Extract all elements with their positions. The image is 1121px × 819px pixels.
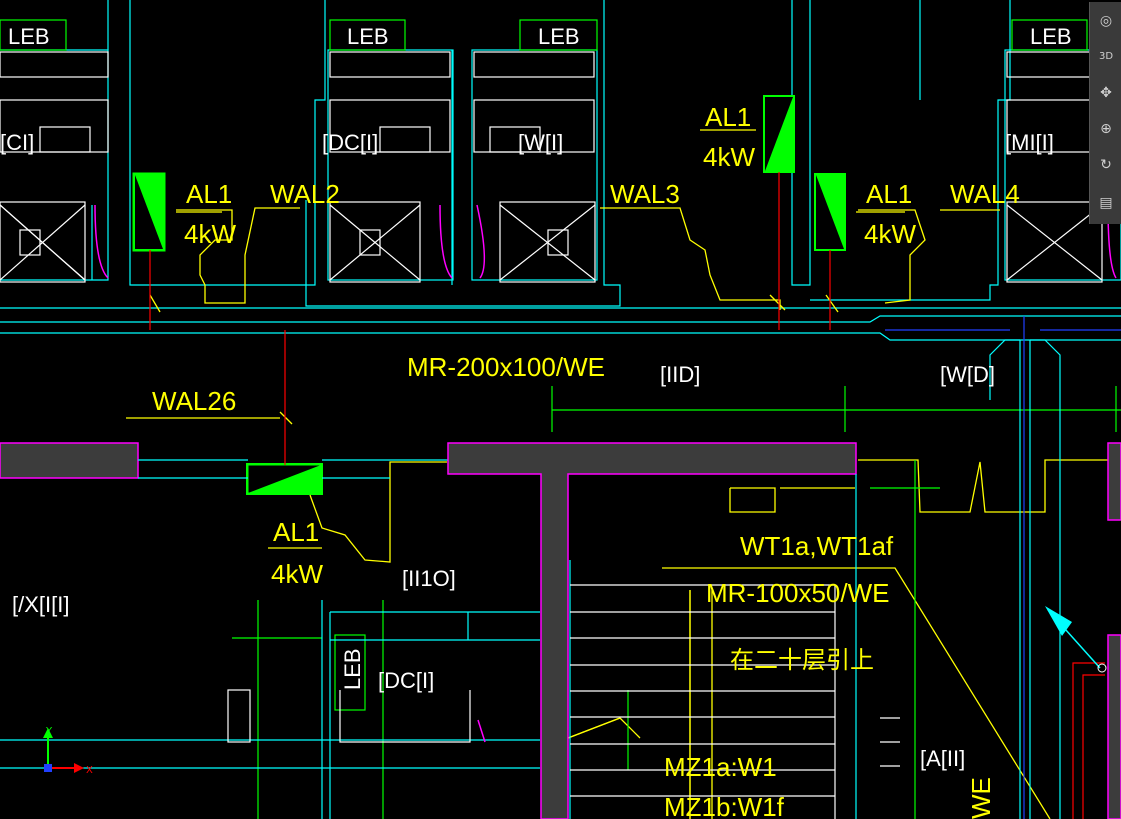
panel-name-1: AL1	[186, 179, 232, 209]
ucs-y-label: Y	[45, 726, 53, 737]
distribution-panels[interactable]	[132, 95, 846, 495]
panel-power-3: 4kW	[864, 219, 916, 249]
leb-label-4: LEB	[1030, 24, 1072, 49]
panel-name-2: AL1	[705, 102, 751, 132]
steering-wheel-icon[interactable]: ◎	[1099, 13, 1113, 29]
showmotion-icon[interactable]: ▤	[1099, 195, 1113, 211]
zoom-icon[interactable]: ⊕	[1100, 121, 1112, 137]
we-label: WE	[966, 777, 996, 819]
room-code-10: [A[II]	[920, 746, 965, 771]
leb-vertical-label: LEB	[340, 648, 365, 690]
room-code-4: [MI[I]	[1005, 130, 1054, 155]
tray-lines	[232, 386, 1121, 819]
circuit-wal4: WAL4	[950, 179, 1020, 209]
panel-power-1: 4kW	[184, 219, 236, 249]
panel-name-3: AL1	[866, 179, 912, 209]
leb-label-3: LEB	[538, 24, 580, 49]
circuit-wal2: WAL2	[270, 179, 340, 209]
room-code-8: [/X[I[I]	[12, 592, 69, 617]
pan-icon[interactable]: ✥	[1100, 85, 1112, 101]
mz1b-label: MZ1b:W1f	[664, 792, 785, 819]
navigation-bar: ◎ 3D ✥ ⊕ ↻ ▤	[1089, 2, 1121, 224]
tray-main-label: MR-200x100/WE	[407, 352, 605, 382]
circuit-wal26: WAL26	[152, 386, 236, 416]
room-code-3: [W[I]	[518, 130, 563, 155]
leb-labels: LEB LEB LEB LEB	[0, 19, 1088, 51]
room-code-5: [IID]	[660, 362, 700, 387]
room-code-9: [DC[I]	[378, 668, 434, 693]
panel-power-2: 4kW	[703, 142, 755, 172]
lower-walls	[0, 316, 1121, 819]
ucs-icon: Y X	[43, 726, 93, 776]
circuit-text: WAL2 WAL3 WAL4 WAL26 MR-200x100/WE WT1a,…	[152, 179, 1020, 819]
circuit-wal3: WAL3	[610, 179, 680, 209]
cable-wt-label: WT1a,WT1af	[740, 531, 894, 561]
room-code-2: [DC[I]	[322, 130, 378, 155]
room-code-7: [II1O]	[402, 566, 456, 591]
red-risers	[149, 172, 1105, 819]
view-cube-icon[interactable]: 3D	[1098, 51, 1114, 62]
riser-note: 在二十层引上	[730, 646, 874, 674]
panel-power-4: 4kW	[271, 559, 323, 589]
room-code-6: [W[D]	[940, 362, 995, 387]
leb-label-2: LEB	[347, 24, 389, 49]
tray-branch-label: MR-100x50/WE	[706, 578, 890, 608]
panel-name-4: AL1	[273, 517, 319, 547]
orbit-icon[interactable]: ↻	[1100, 157, 1112, 173]
leb-label-1: LEB	[8, 24, 50, 49]
room-codes: [CI] [DC[I] [W[I] [MI[I] [IID] [W[D] [II…	[0, 130, 1054, 771]
cable-runs	[126, 129, 1121, 819]
mz1a-label: MZ1a:W1	[664, 752, 777, 782]
ucs-x-label: X	[86, 765, 93, 776]
panel-text: AL1 4kW AL1 4kW AL1 4kW AL1 4kW	[184, 102, 916, 589]
room-code-1: [CI]	[0, 130, 34, 155]
upper-rooms	[0, 0, 1121, 341]
